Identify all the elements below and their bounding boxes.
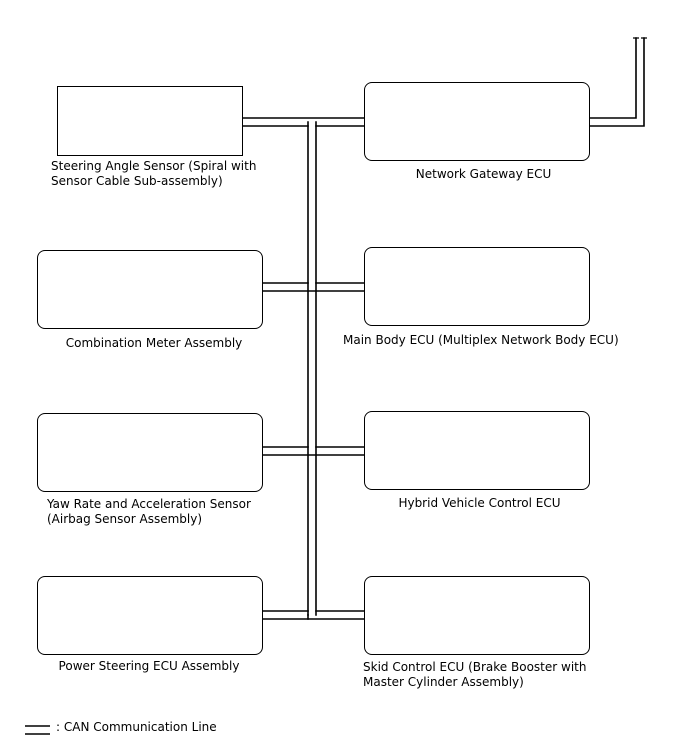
skid-control-ecu-box	[364, 576, 590, 655]
yaw-rate-sensor-label-line1: Yaw Rate and Acceleration Sensor	[47, 497, 251, 511]
hybrid-vehicle-ecu-label-line1: Hybrid Vehicle Control ECU	[398, 496, 561, 510]
yaw-rate-sensor-label: Yaw Rate and Acceleration Sensor (Airbag…	[47, 497, 251, 527]
skid-control-ecu-label-line1: Skid Control ECU (Brake Booster with	[363, 660, 587, 674]
network-gateway-ecu-label-line1: Network Gateway ECU	[415, 167, 552, 181]
combination-meter-label: Combination Meter Assembly	[37, 336, 271, 351]
steering-angle-sensor-label-line2: Sensor Cable Sub-assembly)	[51, 174, 223, 188]
power-steering-ecu-label-line1: Power Steering ECU Assembly	[58, 659, 240, 673]
legend-label: : CAN Communication Line	[56, 720, 217, 734]
main-body-ecu-box	[364, 247, 590, 326]
network-gateway-ecu-label: Network Gateway ECU	[364, 167, 603, 182]
main-body-ecu-label: Main Body ECU (Multiplex Network Body EC…	[343, 333, 619, 348]
yaw-rate-sensor-label-line2: (Airbag Sensor Assembly)	[47, 512, 203, 526]
main-body-ecu-label-line1: Main Body ECU (Multiplex Network Body EC…	[343, 333, 619, 347]
legend-can-symbol	[25, 725, 50, 735]
power-steering-ecu-label: Power Steering ECU Assembly	[37, 659, 261, 674]
steering-angle-sensor-label-line1: Steering Angle Sensor (Spiral with	[51, 159, 257, 173]
combination-meter-label-line1: Combination Meter Assembly	[65, 336, 243, 350]
skid-control-ecu-label-line2: Master Cylinder Assembly)	[363, 675, 524, 689]
hybrid-vehicle-ecu-label: Hybrid Vehicle Control ECU	[364, 496, 595, 511]
combination-meter-box	[37, 250, 263, 329]
yaw-rate-sensor-box	[37, 413, 263, 492]
steering-angle-sensor-label: Steering Angle Sensor (Spiral with Senso…	[51, 159, 256, 189]
can-branch-gateway-low	[588, 37, 645, 127]
can-branch-gateway-high	[588, 37, 637, 119]
power-steering-ecu-box	[37, 576, 263, 655]
network-gateway-ecu-box	[364, 82, 590, 161]
hybrid-vehicle-ecu-box	[364, 411, 590, 490]
skid-control-ecu-label: Skid Control ECU (Brake Booster with Mas…	[363, 660, 586, 690]
steering-angle-sensor-box	[57, 86, 243, 156]
